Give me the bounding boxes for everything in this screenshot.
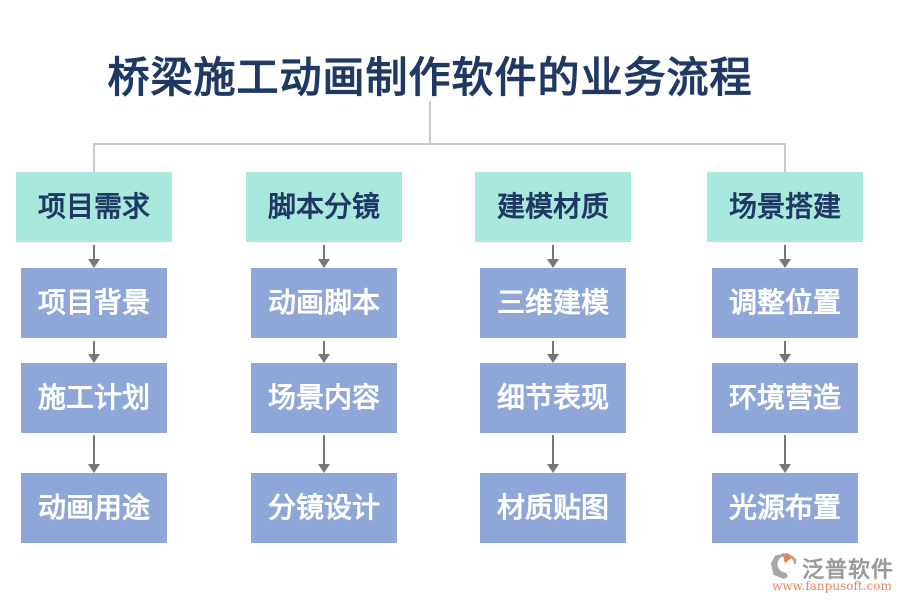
flow-column-3: 建模材质 三维建模 细节表现 材质贴图 [475,172,631,544]
down-arrow-icon [323,245,325,259]
down-arrow-icon [93,435,95,464]
down-arrow-icon [93,341,95,354]
down-arrow-icon [552,341,554,354]
step-box: 分镜设计 [251,473,397,543]
flow-column-4: 场景搭建 调整位置 环境营造 光源布置 [707,172,863,544]
stage-header: 脚本分镜 [246,172,402,242]
stage-header: 项目需求 [16,172,172,242]
step-box: 动画用途 [21,473,167,543]
page-title: 桥梁施工动画制作软件的业务流程 [107,53,753,102]
step-box: 施工计划 [21,363,167,433]
logo-text: 泛普软件 [802,557,895,583]
stage-header: 场景搭建 [707,172,863,242]
step-box: 动画脚本 [251,268,397,338]
down-arrow-icon [784,435,786,464]
down-arrow-icon [784,341,786,354]
connector-line-horizontal [93,143,786,145]
connector-line-drop-left [93,143,95,173]
down-arrow-icon [552,435,554,464]
flow-column-1: 项目需求 项目背景 施工计划 动画用途 [16,172,172,544]
down-arrow-icon [784,245,786,259]
step-box: 环境营造 [712,363,858,433]
stage-header: 建模材质 [475,172,631,242]
connector-line-drop-right [784,143,786,173]
step-box: 场景内容 [251,363,397,433]
step-box: 细节表现 [480,363,626,433]
fanpu-logo-icon [770,552,798,580]
logo-website: www.fanpusoft.com [772,579,892,593]
step-box: 材质贴图 [480,473,626,543]
down-arrow-icon [93,245,95,259]
step-box: 调整位置 [712,268,858,338]
brand-block: 泛普软件 www.fanpusoft.com [768,550,896,595]
step-box: 光源布置 [712,473,858,543]
down-arrow-icon [323,341,325,354]
flow-column-2: 脚本分镜 动画脚本 场景内容 分镜设计 [246,172,402,544]
step-box: 项目背景 [21,268,167,338]
step-box: 三维建模 [480,268,626,338]
down-arrow-icon [323,435,325,464]
down-arrow-icon [552,245,554,259]
connector-line-vertical [429,101,431,143]
